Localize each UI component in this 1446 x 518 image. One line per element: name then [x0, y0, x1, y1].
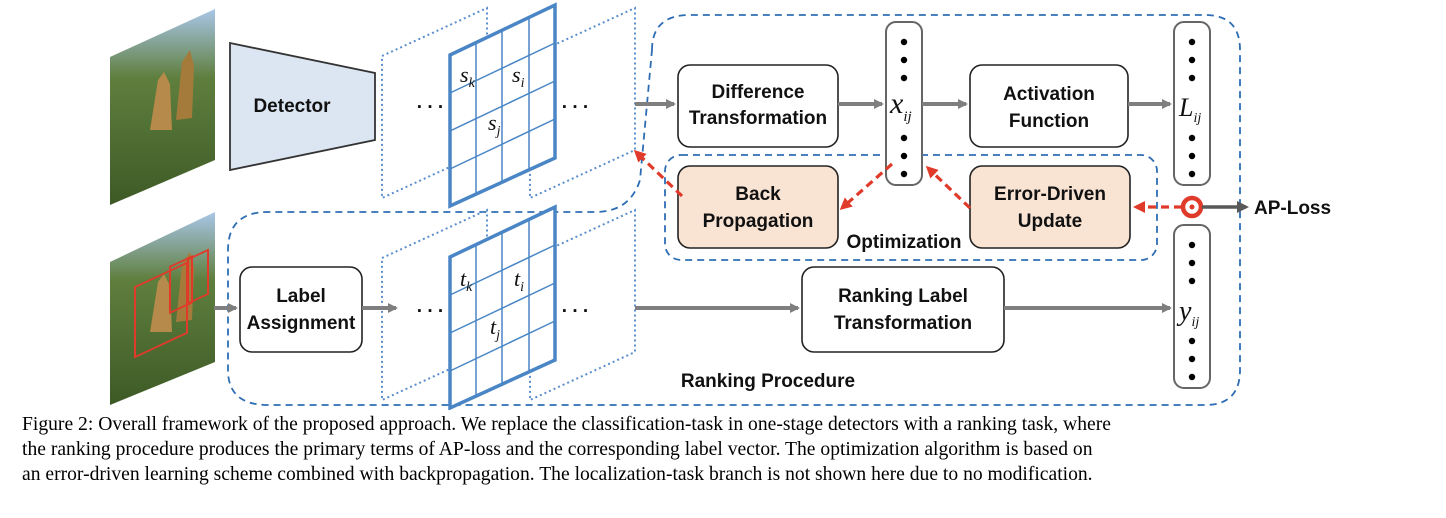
caption-line: the ranking procedure produces the prima…	[22, 439, 1093, 460]
ranking-procedure-region	[227, 14, 1241, 406]
vector-L: Lij	[1173, 21, 1211, 186]
activation-function-box	[969, 64, 1129, 148]
ap-loss-node-center	[1189, 204, 1195, 210]
vector-x: xij	[885, 21, 923, 186]
ranking-label-transformation-label: Ranking Label	[838, 286, 968, 307]
label-map: . . . . . . tk ti tj	[381, 204, 636, 410]
optimization-arrows	[633, 149, 1182, 213]
ranking-procedure-label: Ranking Procedure	[681, 371, 855, 392]
score-grid	[448, 2, 557, 209]
ellipsis-right: . . .	[562, 92, 588, 113]
arrow-x-to-backprop	[839, 162, 894, 210]
score-map-back-left	[381, 6, 488, 200]
error-driven-update-label: Update	[1018, 211, 1082, 232]
ellipsis-right: . . .	[562, 296, 588, 317]
ap-loss-label: AP-Loss	[1254, 198, 1331, 219]
label-map-back-left	[381, 208, 488, 402]
error-driven-update-label: Error-Driven	[994, 184, 1106, 205]
back-propagation-box	[677, 165, 839, 249]
flow-arrows	[214, 99, 1172, 313]
figure-caption: Figure 2: Overall framework of the propo…	[22, 412, 1432, 487]
arrow-backprop-to-scores	[633, 149, 684, 198]
score-k: sk	[460, 62, 476, 91]
difference-transformation-label: Difference	[712, 82, 805, 103]
vector-y-symbol: yij	[1176, 296, 1199, 330]
label-assignment-label: Label	[276, 286, 326, 307]
label-j: tj	[490, 314, 500, 343]
optimization-label: Optimization	[846, 232, 961, 253]
detector-label: Detector	[253, 96, 331, 117]
label-grid	[448, 204, 557, 410]
label-assignment-label: Assignment	[247, 313, 356, 334]
back-propagation-label: Propagation	[703, 211, 814, 232]
difference-transformation-box	[677, 64, 839, 148]
activation-function-label: Activation	[1003, 84, 1095, 105]
gt-box	[187, 248, 209, 305]
label-i: ti	[514, 266, 524, 295]
error-driven-update-box	[969, 165, 1131, 249]
score-i: si	[512, 62, 525, 91]
vector-x-symbol: xij	[889, 87, 912, 125]
score-map: . . . . . . sk si sj	[381, 2, 636, 209]
ellipsis-left: . . .	[417, 296, 443, 317]
vector-y: yij	[1173, 224, 1211, 389]
caption-line: Figure 2: Overall framework of the propo…	[22, 414, 1111, 435]
label-k: tk	[460, 266, 473, 295]
difference-transformation-label: Transformation	[689, 108, 827, 129]
activation-function-label: Function	[1009, 111, 1089, 132]
ranking-label-transformation-box	[801, 266, 1005, 353]
caption-line: an error-driven learning scheme combined…	[22, 464, 1093, 485]
gt-box	[169, 255, 193, 315]
detector-block	[229, 41, 376, 172]
score-j: sj	[488, 110, 501, 139]
framework-diagram: Detector Ranking Procedure Optimization …	[110, 2, 1331, 410]
ranking-label-transformation-label: Transformation	[834, 313, 972, 334]
input-image-bottom	[110, 212, 215, 405]
ellipsis-left: . . .	[417, 92, 443, 113]
arrow-update-to-x	[925, 165, 972, 210]
back-propagation-label: Back	[735, 184, 781, 205]
label-assignment-box	[239, 266, 363, 353]
vector-L-symbol: Lij	[1178, 93, 1201, 126]
input-image-top	[110, 9, 215, 205]
